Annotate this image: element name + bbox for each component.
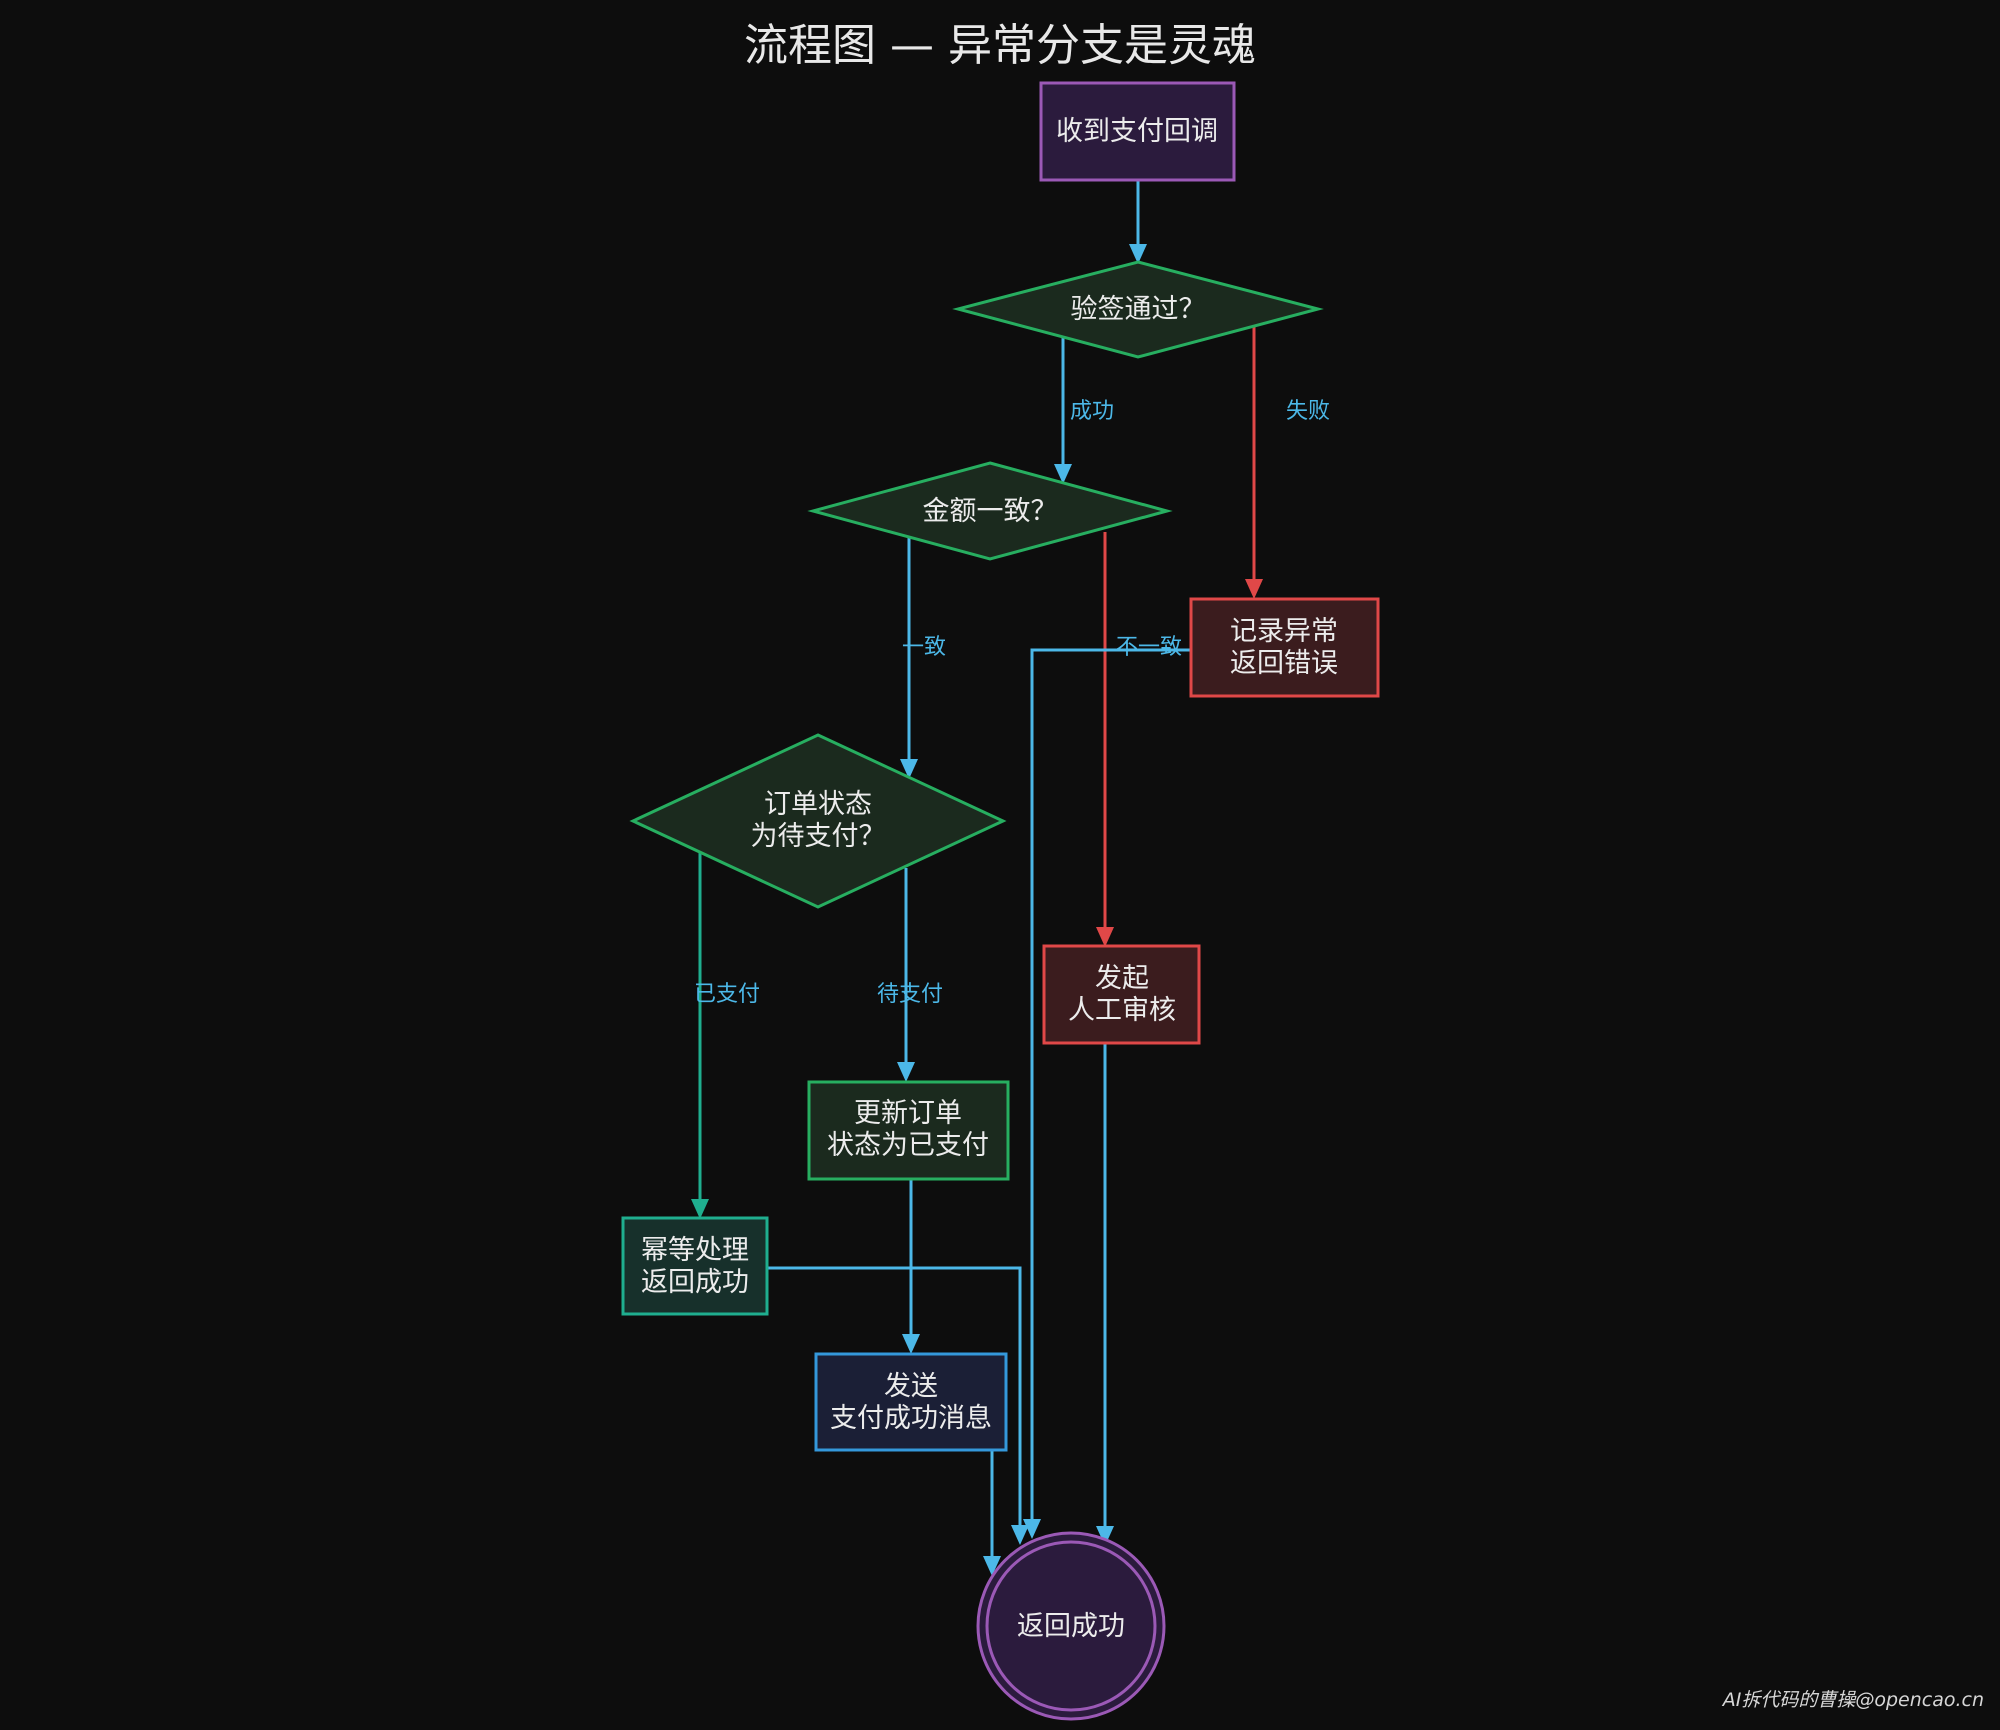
page-title: 流程图 — 异常分支是灵魂 <box>744 20 1256 71</box>
arrowhead <box>1096 1526 1114 1546</box>
arrowhead <box>902 1334 920 1354</box>
arrowhead <box>1023 1519 1041 1539</box>
arrowhead <box>1129 244 1147 264</box>
node-end: 返回成功 <box>976 1531 1166 1721</box>
node-amount-match-label: 金额一致？ <box>923 496 1058 527</box>
arrowhead <box>1054 464 1072 484</box>
node-manual-review: 发起 人工审核 <box>1042 944 1201 1045</box>
edge-labels: 成功 失败 一致 不一致 已支付 待支付 <box>694 399 1330 1007</box>
node-log-error: 记录异常 返回错误 <box>1189 597 1380 698</box>
arrowhead <box>1245 579 1263 599</box>
node-idempotent: 幂等处理 返回成功 <box>621 1216 769 1316</box>
node-log-error-box <box>1189 597 1380 698</box>
node-manual-review-box <box>1042 944 1201 1045</box>
edges <box>691 180 1263 1576</box>
node-verify-sign: 验签通过？ <box>952 260 1324 359</box>
edge-label-mismatch: 不一致 <box>1116 635 1182 660</box>
node-order-status-diamond <box>629 733 1007 909</box>
edge-label-fail: 失败 <box>1286 399 1330 424</box>
node-amount-match: 金额一致？ <box>807 461 1173 561</box>
node-amount-match-diamond <box>807 461 1173 561</box>
edge-label-already-paid: 已支付 <box>694 982 760 1007</box>
node-log-error-line1: 记录异常 <box>1230 616 1338 647</box>
node-send-message: 发送 支付成功消息 <box>814 1352 1008 1452</box>
node-update-order-line2: 状态为已支付 <box>827 1130 989 1161</box>
node-start-box <box>1039 81 1236 182</box>
arrowhead <box>691 1199 709 1219</box>
node-verify-sign-label: 验签通过？ <box>1071 294 1206 325</box>
node-manual-review-line2: 人工审核 <box>1068 995 1176 1026</box>
edge-label-pending: 待支付 <box>877 982 943 1007</box>
arrowhead <box>1096 927 1114 947</box>
edge-log-to-end <box>1030 648 1190 1525</box>
node-idempotent-line1: 幂等处理 <box>641 1235 749 1266</box>
node-start-label: 收到支付回调 <box>1056 116 1218 147</box>
edge-label-success: 成功 <box>1070 399 1114 424</box>
node-update-order-box <box>807 1080 1010 1181</box>
node-verify-sign-diamond <box>952 260 1324 359</box>
node-send-message-line1: 发送 <box>884 1371 938 1402</box>
node-order-status-line1: 订单状态 <box>764 789 872 820</box>
node-update-order: 更新订单 状态为已支付 <box>807 1080 1010 1181</box>
node-start: 收到支付回调 <box>1039 81 1236 182</box>
edge-label-match: 一致 <box>902 635 946 660</box>
node-send-message-box <box>814 1352 1008 1452</box>
node-order-status: 订单状态 为待支付？ <box>629 733 1007 909</box>
arrowhead <box>1011 1525 1029 1545</box>
node-send-message-line2: 支付成功消息 <box>830 1403 992 1434</box>
node-end-label: 返回成功 <box>1017 1611 1125 1642</box>
arrowhead <box>900 759 918 779</box>
node-log-error-line2: 返回错误 <box>1230 648 1338 679</box>
node-update-order-line1: 更新订单 <box>854 1098 962 1129</box>
arrowhead <box>983 1556 1001 1576</box>
node-order-status-line2: 为待支付？ <box>751 821 886 852</box>
node-idempotent-box <box>621 1216 769 1316</box>
node-end-inner-ring <box>985 1540 1157 1712</box>
node-idempotent-line2: 返回成功 <box>641 1267 749 1298</box>
watermark: AI拆代码的曹操@opencao.cn <box>1721 1689 1984 1711</box>
edge-idempotent-to-end <box>767 1266 1022 1531</box>
arrowhead <box>897 1062 915 1082</box>
node-manual-review-line1: 发起 <box>1095 963 1149 994</box>
